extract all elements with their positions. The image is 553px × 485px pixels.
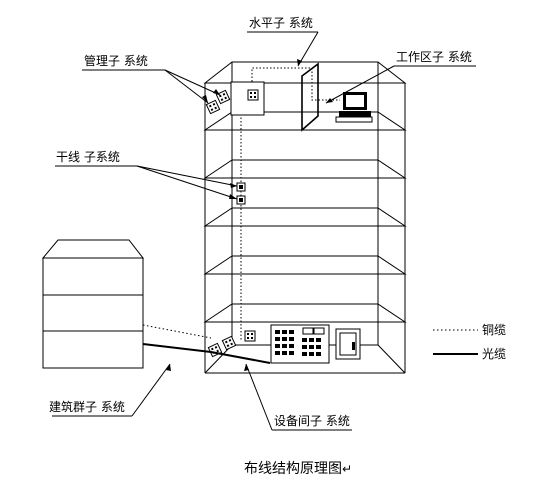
label-campus-subsystem: 建筑群子 系统 [49,399,125,414]
legend-fiber-label: 光缆 [482,347,506,361]
callout-lines [52,31,476,431]
campus-building [41,239,145,369]
equipment-connector [207,342,223,358]
floor-slab [203,207,407,227]
equipment-connector [221,335,237,351]
label-work-area-subsystem: 工作区子 系统 [396,50,472,64]
floor-slab [203,111,407,131]
callout-arrowheads [166,59,333,371]
floor-slab [203,303,407,323]
label-horizontal-subsystem: 水平子 系统 [249,16,313,30]
legend: 铜缆 光缆 [433,322,506,361]
computer-icon [335,92,373,123]
floor-slabs [203,111,407,323]
label-equipment-subsystem: 设备间子 系统 [274,414,350,428]
figure-caption: 布线结构原理图 [244,461,342,477]
label-admin-subsystem: 管理子 系统 [84,53,148,68]
horizontal-copper-run [251,67,340,101]
equipment-rack [270,324,330,364]
legend-copper-label: 铜缆 [482,322,506,337]
campus-fiber-cable [142,343,271,364]
server-cabinet [335,328,361,360]
floor-slab [203,255,407,275]
partition-wall [301,62,319,132]
floor-slab [203,159,407,179]
admin-cabinet [205,81,265,116]
building-roof [203,61,407,84]
paragraph-mark: ↵ [342,462,352,476]
equipment-connector [244,330,256,342]
campus-copper-cable [142,324,212,339]
rack-ports [275,330,321,356]
label-backbone-subsystem: 干线 子系统 [56,150,120,164]
riser-connector [236,195,246,205]
riser-connector [236,182,246,192]
